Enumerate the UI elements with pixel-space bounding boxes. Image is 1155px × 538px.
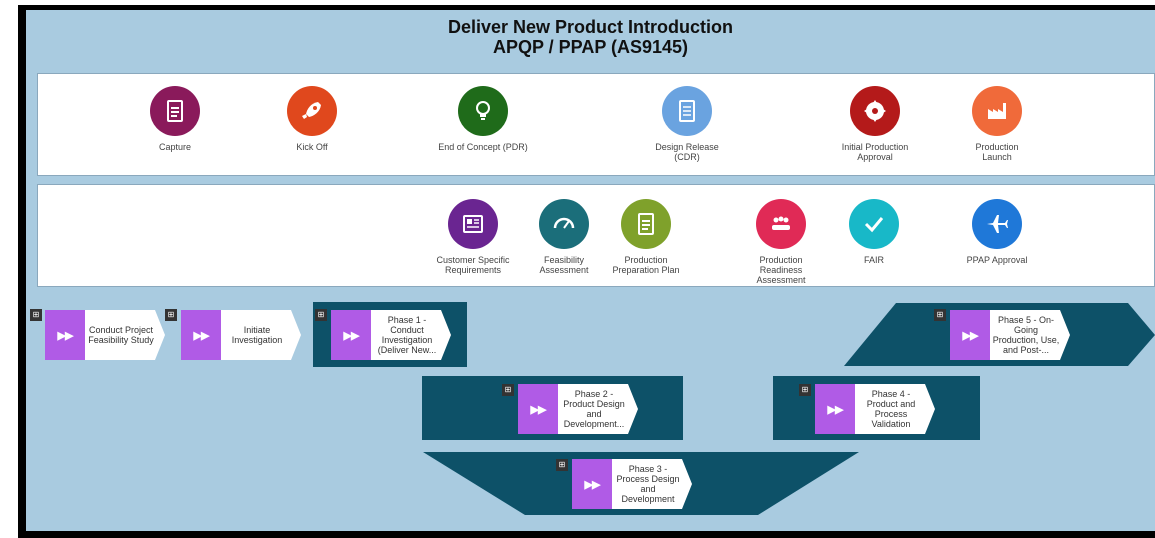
milestone-ppap-approval[interactable]: PPAP Approval xyxy=(942,199,1052,265)
milestone-fair[interactable]: FAIR xyxy=(819,199,929,265)
factory-icon xyxy=(972,86,1022,136)
step-label: Phase 3 - Process Design and Development xyxy=(616,464,680,504)
checklist-icon xyxy=(662,86,712,136)
step-pill: ▶▶ xyxy=(572,459,612,509)
step-label: Initiate Investigation xyxy=(231,325,283,345)
step-conduct-project-feasibility-study[interactable]: ▶▶ Conduct Project Feasibility Study xyxy=(45,310,165,360)
step-pill: ▶▶ xyxy=(45,310,85,360)
step-phase-1[interactable]: ▶▶ Phase 1 - Conduct Investigation (Deli… xyxy=(331,310,451,360)
document-icon xyxy=(621,199,671,249)
lightbulb-icon xyxy=(458,86,508,136)
diagram-title: Deliver New Product Introduction xyxy=(447,17,734,37)
milestone-label: Capture xyxy=(158,142,192,152)
step-label: Phase 2 - Product Design and Development… xyxy=(563,389,625,429)
step-phase-5[interactable]: ▶▶ Phase 5 - On- Going Production, Use, … xyxy=(950,310,1070,360)
step-pill: ▶▶ xyxy=(181,310,221,360)
play-icon: ▶▶ xyxy=(57,329,74,342)
saw-blade-icon xyxy=(850,86,900,136)
hierarchy-icon[interactable]: ⊞ xyxy=(315,309,327,321)
document-icon xyxy=(150,86,200,136)
milestone-label: Initial Production Approval xyxy=(841,142,909,162)
play-icon: ▶▶ xyxy=(343,329,360,342)
play-icon: ▶▶ xyxy=(584,478,601,491)
play-icon: ▶▶ xyxy=(962,329,979,342)
gauge-icon xyxy=(539,199,589,249)
rocket-icon xyxy=(287,86,337,136)
milestone-capture[interactable]: Capture xyxy=(120,86,230,152)
milestone-band-top: Capture Kick Off End of Concept (PDR) De… xyxy=(37,73,1155,176)
step-initiate-investigation[interactable]: ▶▶ Initiate Investigation xyxy=(181,310,301,360)
milestone-label: Customer Specific Requirements xyxy=(436,255,510,275)
milestone-band-bottom: Customer Specific Requirements Feasibili… xyxy=(37,184,1155,287)
hierarchy-icon[interactable]: ⊞ xyxy=(799,384,811,396)
milestone-label: Production Preparation Plan xyxy=(612,255,680,275)
step-phase-4[interactable]: ▶▶ Phase 4 - Product and Process Validat… xyxy=(815,384,935,434)
milestone-label: FAIR xyxy=(863,255,884,265)
milestone-kick-off[interactable]: Kick Off xyxy=(257,86,367,152)
milestone-label: PPAP Approval xyxy=(966,255,1028,265)
hierarchy-icon[interactable]: ⊞ xyxy=(30,309,42,321)
step-label: Conduct Project Feasibility Study xyxy=(88,325,154,345)
diagram-subtitle: APQP / PPAP (AS9145) xyxy=(492,37,689,57)
hierarchy-icon[interactable]: ⊞ xyxy=(165,309,177,321)
milestone-initial-production-approval[interactable]: Initial Production Approval xyxy=(820,86,930,162)
checkmark-icon xyxy=(849,199,899,249)
milestone-end-of-concept[interactable]: End of Concept (PDR) xyxy=(428,86,538,152)
diagram-canvas: Deliver New Product Introduction APQP / … xyxy=(26,10,1155,531)
milestone-production-launch[interactable]: Production Launch xyxy=(942,86,1052,162)
step-label: Phase 5 - On- Going Production, Use, and… xyxy=(992,315,1060,355)
milestone-label: Design Release (CDR) xyxy=(655,142,719,162)
hierarchy-icon[interactable]: ⊞ xyxy=(502,384,514,396)
milestone-design-release[interactable]: Design Release (CDR) xyxy=(632,86,742,162)
step-pill: ▶▶ xyxy=(950,310,990,360)
milestone-production-preparation-plan[interactable]: Production Preparation Plan xyxy=(591,199,701,275)
play-icon: ▶▶ xyxy=(530,403,547,416)
play-icon: ▶▶ xyxy=(827,403,844,416)
milestone-production-readiness-assessment[interactable]: Production Readiness Assessment xyxy=(726,199,836,285)
milestone-feasibility-assessment[interactable]: Feasibility Assessment xyxy=(509,199,619,275)
milestone-label: End of Concept (PDR) xyxy=(438,142,528,152)
step-label: Phase 1 - Conduct Investigation (Deliver… xyxy=(377,315,437,355)
play-icon: ▶▶ xyxy=(193,329,210,342)
step-phase-2[interactable]: ▶▶ Phase 2 - Product Design and Developm… xyxy=(518,384,638,434)
hierarchy-icon[interactable]: ⊞ xyxy=(934,309,946,321)
airplane-icon xyxy=(972,199,1022,249)
step-pill: ▶▶ xyxy=(518,384,558,434)
hierarchy-icon[interactable]: ⊞ xyxy=(556,459,568,471)
newspaper-icon xyxy=(448,199,498,249)
milestone-customer-specific-requirements[interactable]: Customer Specific Requirements xyxy=(418,199,528,275)
milestone-label: Kick Off xyxy=(296,142,328,152)
milestone-label: Production Readiness Assessment xyxy=(756,255,806,285)
step-pill: ▶▶ xyxy=(815,384,855,434)
milestone-label: Feasibility Assessment xyxy=(539,255,589,275)
team-icon xyxy=(756,199,806,249)
step-phase-3[interactable]: ▶▶ Phase 3 - Process Design and Developm… xyxy=(572,459,692,509)
step-pill: ▶▶ xyxy=(331,310,371,360)
milestone-label: Production Launch xyxy=(975,142,1019,162)
step-label: Phase 4 - Product and Process Validation xyxy=(866,389,916,429)
phase-shapes xyxy=(313,302,1155,515)
